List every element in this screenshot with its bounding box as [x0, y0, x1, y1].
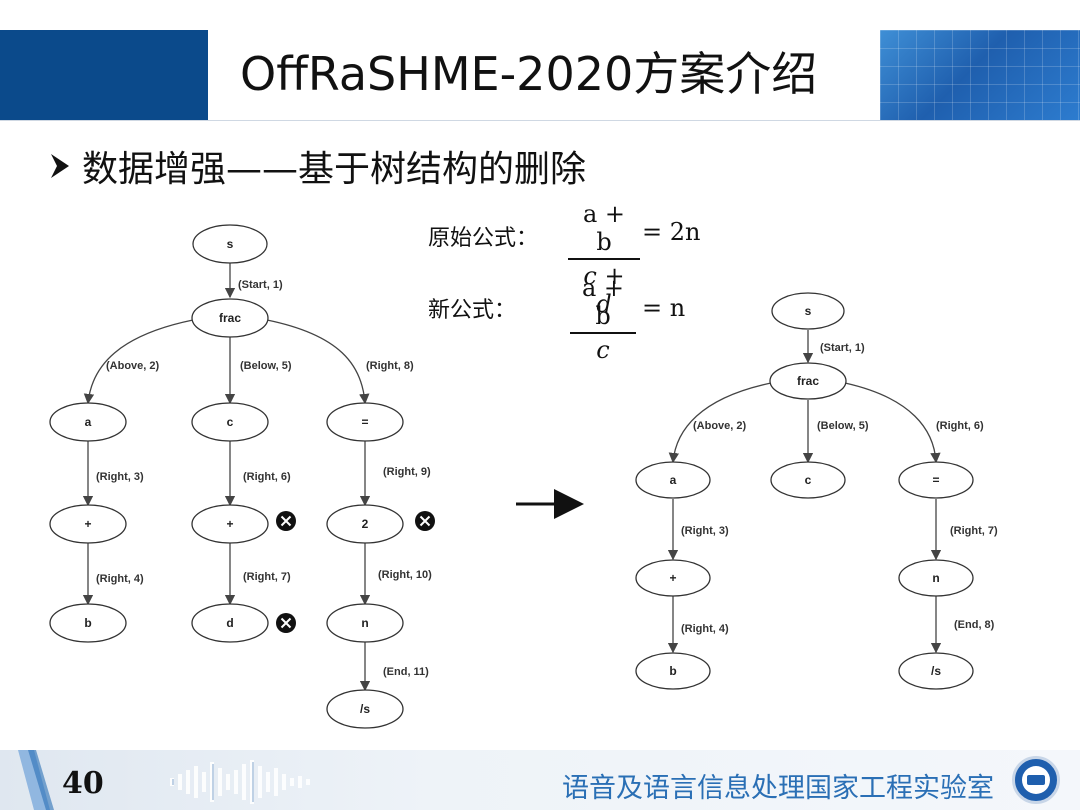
edge-line — [668, 382, 772, 464]
original-numerator: a + b — [582, 200, 626, 256]
fraction-bar — [570, 332, 636, 334]
new-formula-fraction: a + b c — [570, 274, 636, 364]
tree-node — [898, 461, 974, 499]
edge-label: (Right, 6) — [936, 420, 984, 432]
header-decor-image — [880, 30, 1080, 120]
soundwave-icon — [170, 760, 310, 804]
tree-diagrams: s frac a c = + + 2 b d n /s (Start, 1) (… — [49, 224, 998, 729]
bullet-line: 数据增强——基于树结构的删除 — [48, 146, 586, 194]
edge-label: (Right, 10) — [378, 569, 432, 581]
new-formula-rhs: = n — [642, 294, 686, 322]
tree-node — [770, 461, 846, 499]
tree-node — [635, 559, 711, 597]
edge-label: (Above, 2) — [693, 420, 747, 432]
edge-line — [83, 319, 194, 405]
node-label: /s — [931, 664, 941, 678]
edge-label: (Right, 7) — [243, 571, 291, 583]
tree-node — [191, 603, 269, 643]
tree-node — [326, 603, 404, 643]
tree-node — [898, 559, 974, 597]
left-tree — [82, 263, 371, 692]
edge-label: (Right, 6) — [243, 471, 291, 483]
title-divider — [0, 120, 1080, 121]
tree-node — [326, 402, 404, 442]
edge-label: (End, 11) — [383, 666, 429, 678]
tree-node — [49, 603, 127, 643]
edge-line — [266, 319, 370, 405]
edge-label: (Below, 5) — [240, 360, 292, 372]
lab-name: 语音及语言信息处理国家工程实验室 — [562, 773, 994, 804]
original-formula-label: 原始公式： — [428, 226, 539, 251]
tree-node — [326, 504, 404, 544]
tree-node — [191, 504, 269, 544]
lab-logo-icon — [1012, 756, 1060, 804]
tree-node — [898, 652, 974, 690]
edge-label: (Right, 7) — [950, 525, 998, 537]
tree-node — [191, 402, 269, 442]
new-formula-label: 新公式： — [428, 298, 517, 323]
edge-label: (Right, 9) — [383, 466, 431, 478]
edge-label: (Right, 4) — [96, 573, 144, 585]
delete-x-icon — [415, 511, 435, 531]
node-label: + — [84, 517, 91, 531]
edge-line — [844, 382, 941, 464]
tree-node — [635, 652, 711, 690]
edge-label: (Above, 2) — [106, 360, 160, 372]
tree-node — [771, 292, 845, 330]
node-label: a — [670, 473, 677, 487]
edge-label: (Start, 1) — [820, 342, 865, 354]
new-denominator: c — [596, 336, 610, 364]
node-label: d — [226, 616, 233, 630]
node-label: a — [85, 415, 92, 429]
node-label: frac — [219, 311, 241, 325]
tree-node — [769, 362, 847, 400]
node-label: s — [805, 304, 812, 318]
node-label: n — [361, 616, 368, 630]
edge-label: (Right, 8) — [366, 360, 414, 372]
tree-node — [49, 504, 127, 544]
footer-swoosh-icon — [18, 750, 54, 810]
delete-marks — [276, 511, 435, 633]
edge-label: (Right, 4) — [681, 623, 729, 635]
node-label: s — [227, 237, 234, 251]
bullet-arrow-icon — [48, 146, 72, 194]
original-denominator: c + d — [583, 262, 625, 318]
tree-node — [192, 224, 268, 264]
tree-node — [635, 461, 711, 499]
node-label: frac — [797, 374, 819, 388]
edge-label: (Right, 3) — [96, 471, 144, 483]
edge-label: (Below, 5) — [817, 420, 869, 432]
delete-x-icon — [276, 511, 296, 531]
edge-label: (Right, 3) — [681, 525, 729, 537]
node-label: n — [932, 571, 939, 585]
node-label: + — [226, 517, 233, 531]
node-label: c — [805, 473, 812, 487]
edge-label: (End, 8) — [954, 619, 995, 631]
header-bar-left — [0, 30, 208, 120]
slide-title: OffRaSHME-2020方案介绍 — [240, 47, 818, 101]
node-label: = — [932, 473, 939, 487]
node-label: 2 — [362, 517, 369, 531]
delete-x-icon — [276, 613, 296, 633]
node-label: /s — [360, 702, 370, 716]
node-label: b — [669, 664, 676, 678]
original-formula-rhs: = 2n — [642, 218, 701, 246]
tree-node — [326, 689, 404, 729]
node-label: + — [669, 571, 676, 585]
edge-label: (Start, 1) — [238, 279, 283, 291]
original-formula-fraction: a + b c + d — [568, 200, 640, 318]
tree-node — [49, 402, 127, 442]
fraction-bar — [568, 258, 640, 260]
node-label: b — [84, 616, 91, 630]
tree-node — [191, 298, 269, 338]
page-number: 40 — [62, 766, 104, 801]
new-numerator: a + b — [581, 274, 625, 330]
bullet-text: 数据增强——基于树结构的删除 — [82, 149, 587, 190]
node-label: = — [361, 415, 368, 429]
node-label: c — [227, 415, 234, 429]
right-tree — [667, 330, 942, 654]
